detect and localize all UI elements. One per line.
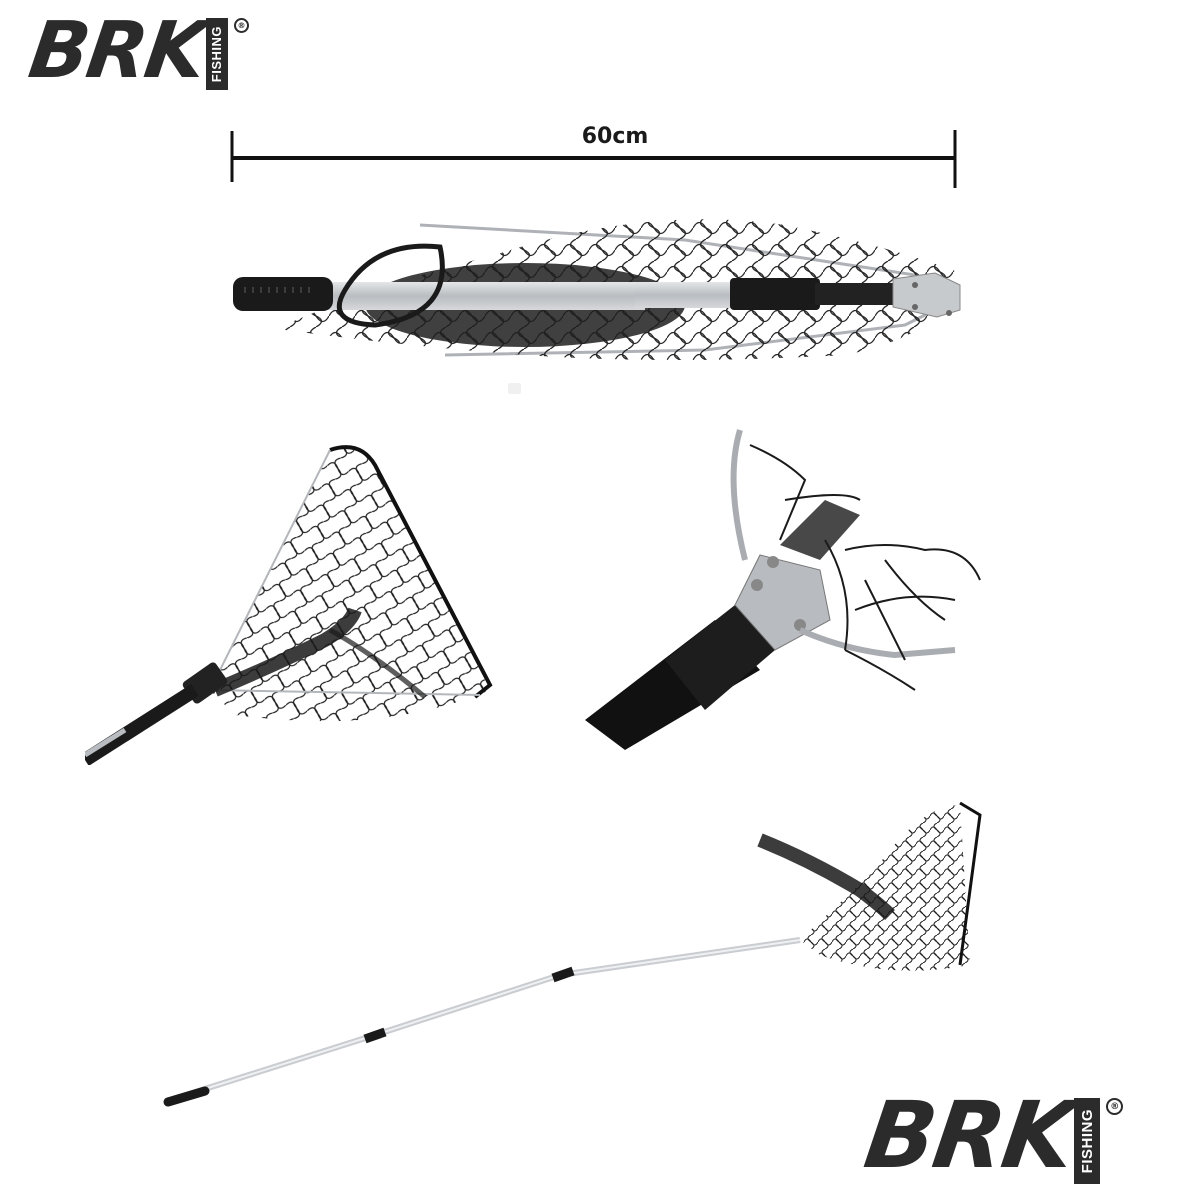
folding-hinge-closeup-photo: [585, 429, 981, 750]
brand-subtitle-box: FISHING: [205, 18, 228, 90]
registered-mark-icon: ®: [1106, 1098, 1124, 1115]
collapsed-net-photo: [233, 219, 965, 360]
image-placeholder-icon: [508, 383, 521, 394]
brand-wordmark: BRK: [858, 1082, 1080, 1189]
brand-subtitle: FISHING: [1078, 1108, 1096, 1174]
brand-subtitle-box: FISHING: [1074, 1098, 1101, 1184]
brand-wordmark: BRK: [23, 6, 211, 96]
brand-logo-bottom: BRK FISHING ®: [859, 1082, 1124, 1189]
dimension-ruler: [230, 130, 957, 188]
open-net-head-photo: [85, 445, 493, 765]
registered-mark-icon: ®: [233, 18, 249, 33]
full-extended-net-photo: [163, 801, 982, 1107]
brand-subtitle: FISHING: [209, 25, 225, 83]
dimension-label: 60cm: [581, 124, 649, 149]
brand-logo-top: BRK FISHING ®: [24, 6, 249, 96]
